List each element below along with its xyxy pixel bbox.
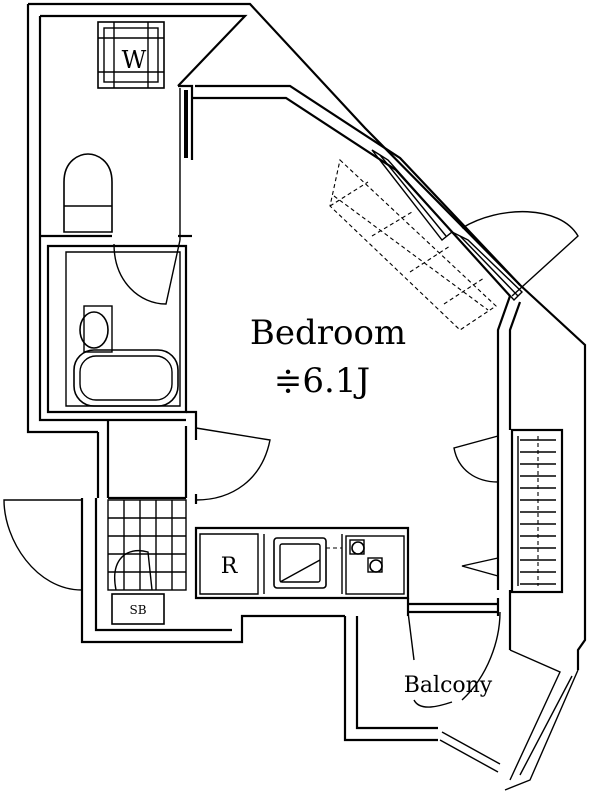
window-diagonal [371,149,579,302]
bedroom-name: Bedroom [250,313,406,353]
shoe-box-label: SB [129,603,146,617]
refrigerator-label: R [221,554,239,579]
closet-sliding [329,158,497,331]
closet-right [453,428,564,594]
corridor-door [195,427,271,501]
kitchen: R [221,535,405,595]
balcony-door [407,611,501,708]
bedroom-size: ≑6.1J [274,361,370,401]
bathtub [73,305,179,407]
toilet [63,153,181,305]
washer-label: W [122,46,147,74]
washer: W [97,21,165,89]
balcony-name: Balcony [404,673,493,698]
entrance: SB [3,499,187,625]
